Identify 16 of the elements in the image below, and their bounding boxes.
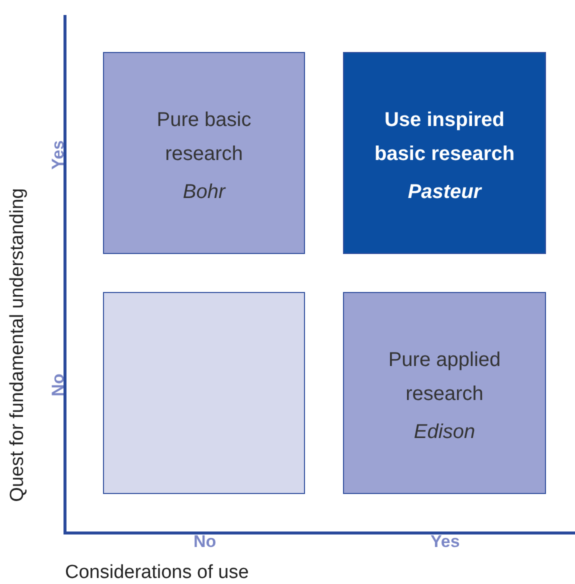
axis-tick-label: Yes — [48, 140, 68, 170]
empty-quadrant-box — [103, 292, 305, 494]
quadrant-box — [343, 52, 546, 254]
scientist-name: Edison — [414, 420, 476, 444]
axis-title: Quest for fundamental understanding — [6, 188, 29, 502]
quadrant-box — [103, 52, 305, 254]
quadrant-title: Pure basic research — [156, 108, 252, 166]
scientist-name: Pasteur — [408, 180, 482, 204]
quadrant-title: Use inspired basic research — [373, 108, 516, 166]
axis-tick-label: Yes — [430, 532, 460, 552]
axis-tick-label: No — [194, 532, 216, 552]
axis-title: Considerations of use — [65, 562, 249, 584]
quadrant-title: Pure applied research — [387, 348, 502, 406]
quadrant-box — [343, 292, 546, 494]
axis-tick-label: No — [48, 374, 68, 396]
scientist-name: Bohr — [182, 180, 226, 204]
